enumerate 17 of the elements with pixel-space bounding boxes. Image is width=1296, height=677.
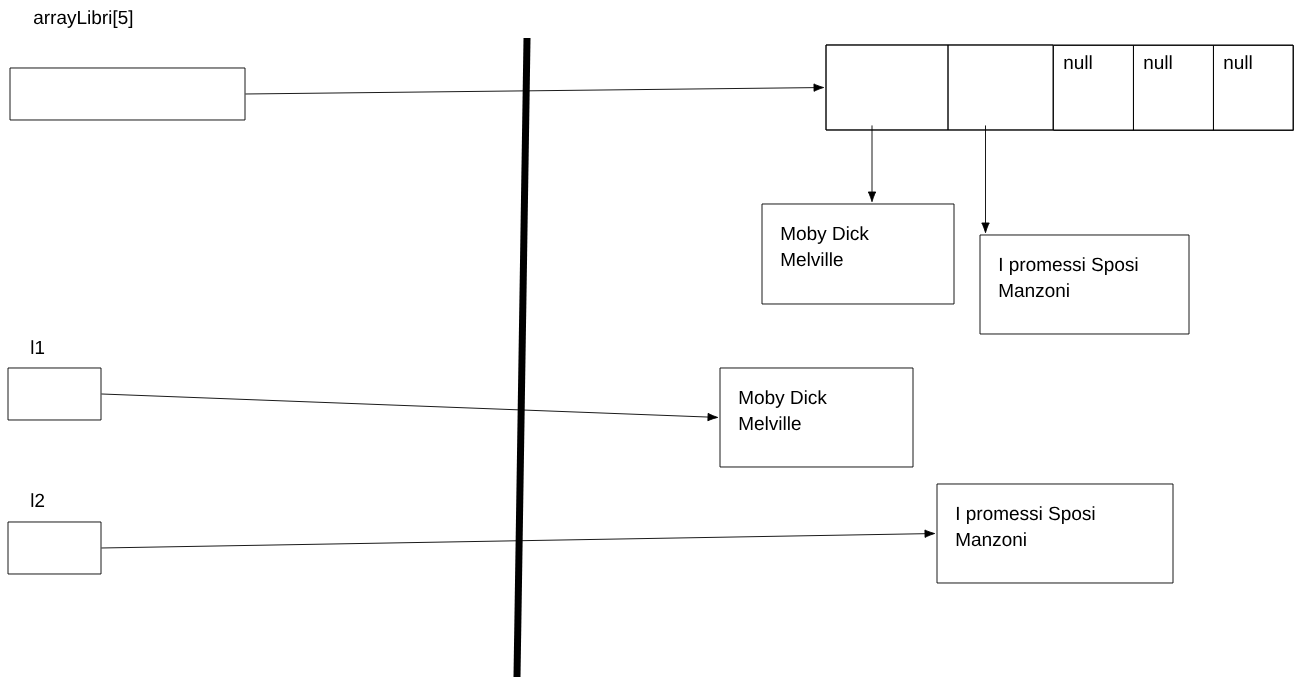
variable-name: arrayLibri[5]	[34, 10, 133, 28]
object-box: Moby Dick Melville	[761, 203, 955, 305]
arrow	[245, 83, 825, 95]
object-box: Moby Dick Melville	[719, 367, 914, 468]
array-cell: null	[1133, 45, 1214, 131]
array-cell	[825, 44, 949, 131]
array-cell: null	[1213, 45, 1294, 131]
arrow	[101, 529, 936, 549]
array-cell: null	[1053, 45, 1134, 131]
variable-name: l2	[31, 493, 45, 507]
variable-name: l1	[31, 340, 45, 354]
arrow	[981, 222, 990, 234]
object-box: I promessi Sposi Manzoni	[979, 234, 1190, 335]
array-cell	[947, 44, 1054, 131]
object-box: I promessi Sposi Manzoni	[936, 483, 1174, 584]
arrow	[867, 191, 877, 203]
arrow	[101, 393, 719, 422]
